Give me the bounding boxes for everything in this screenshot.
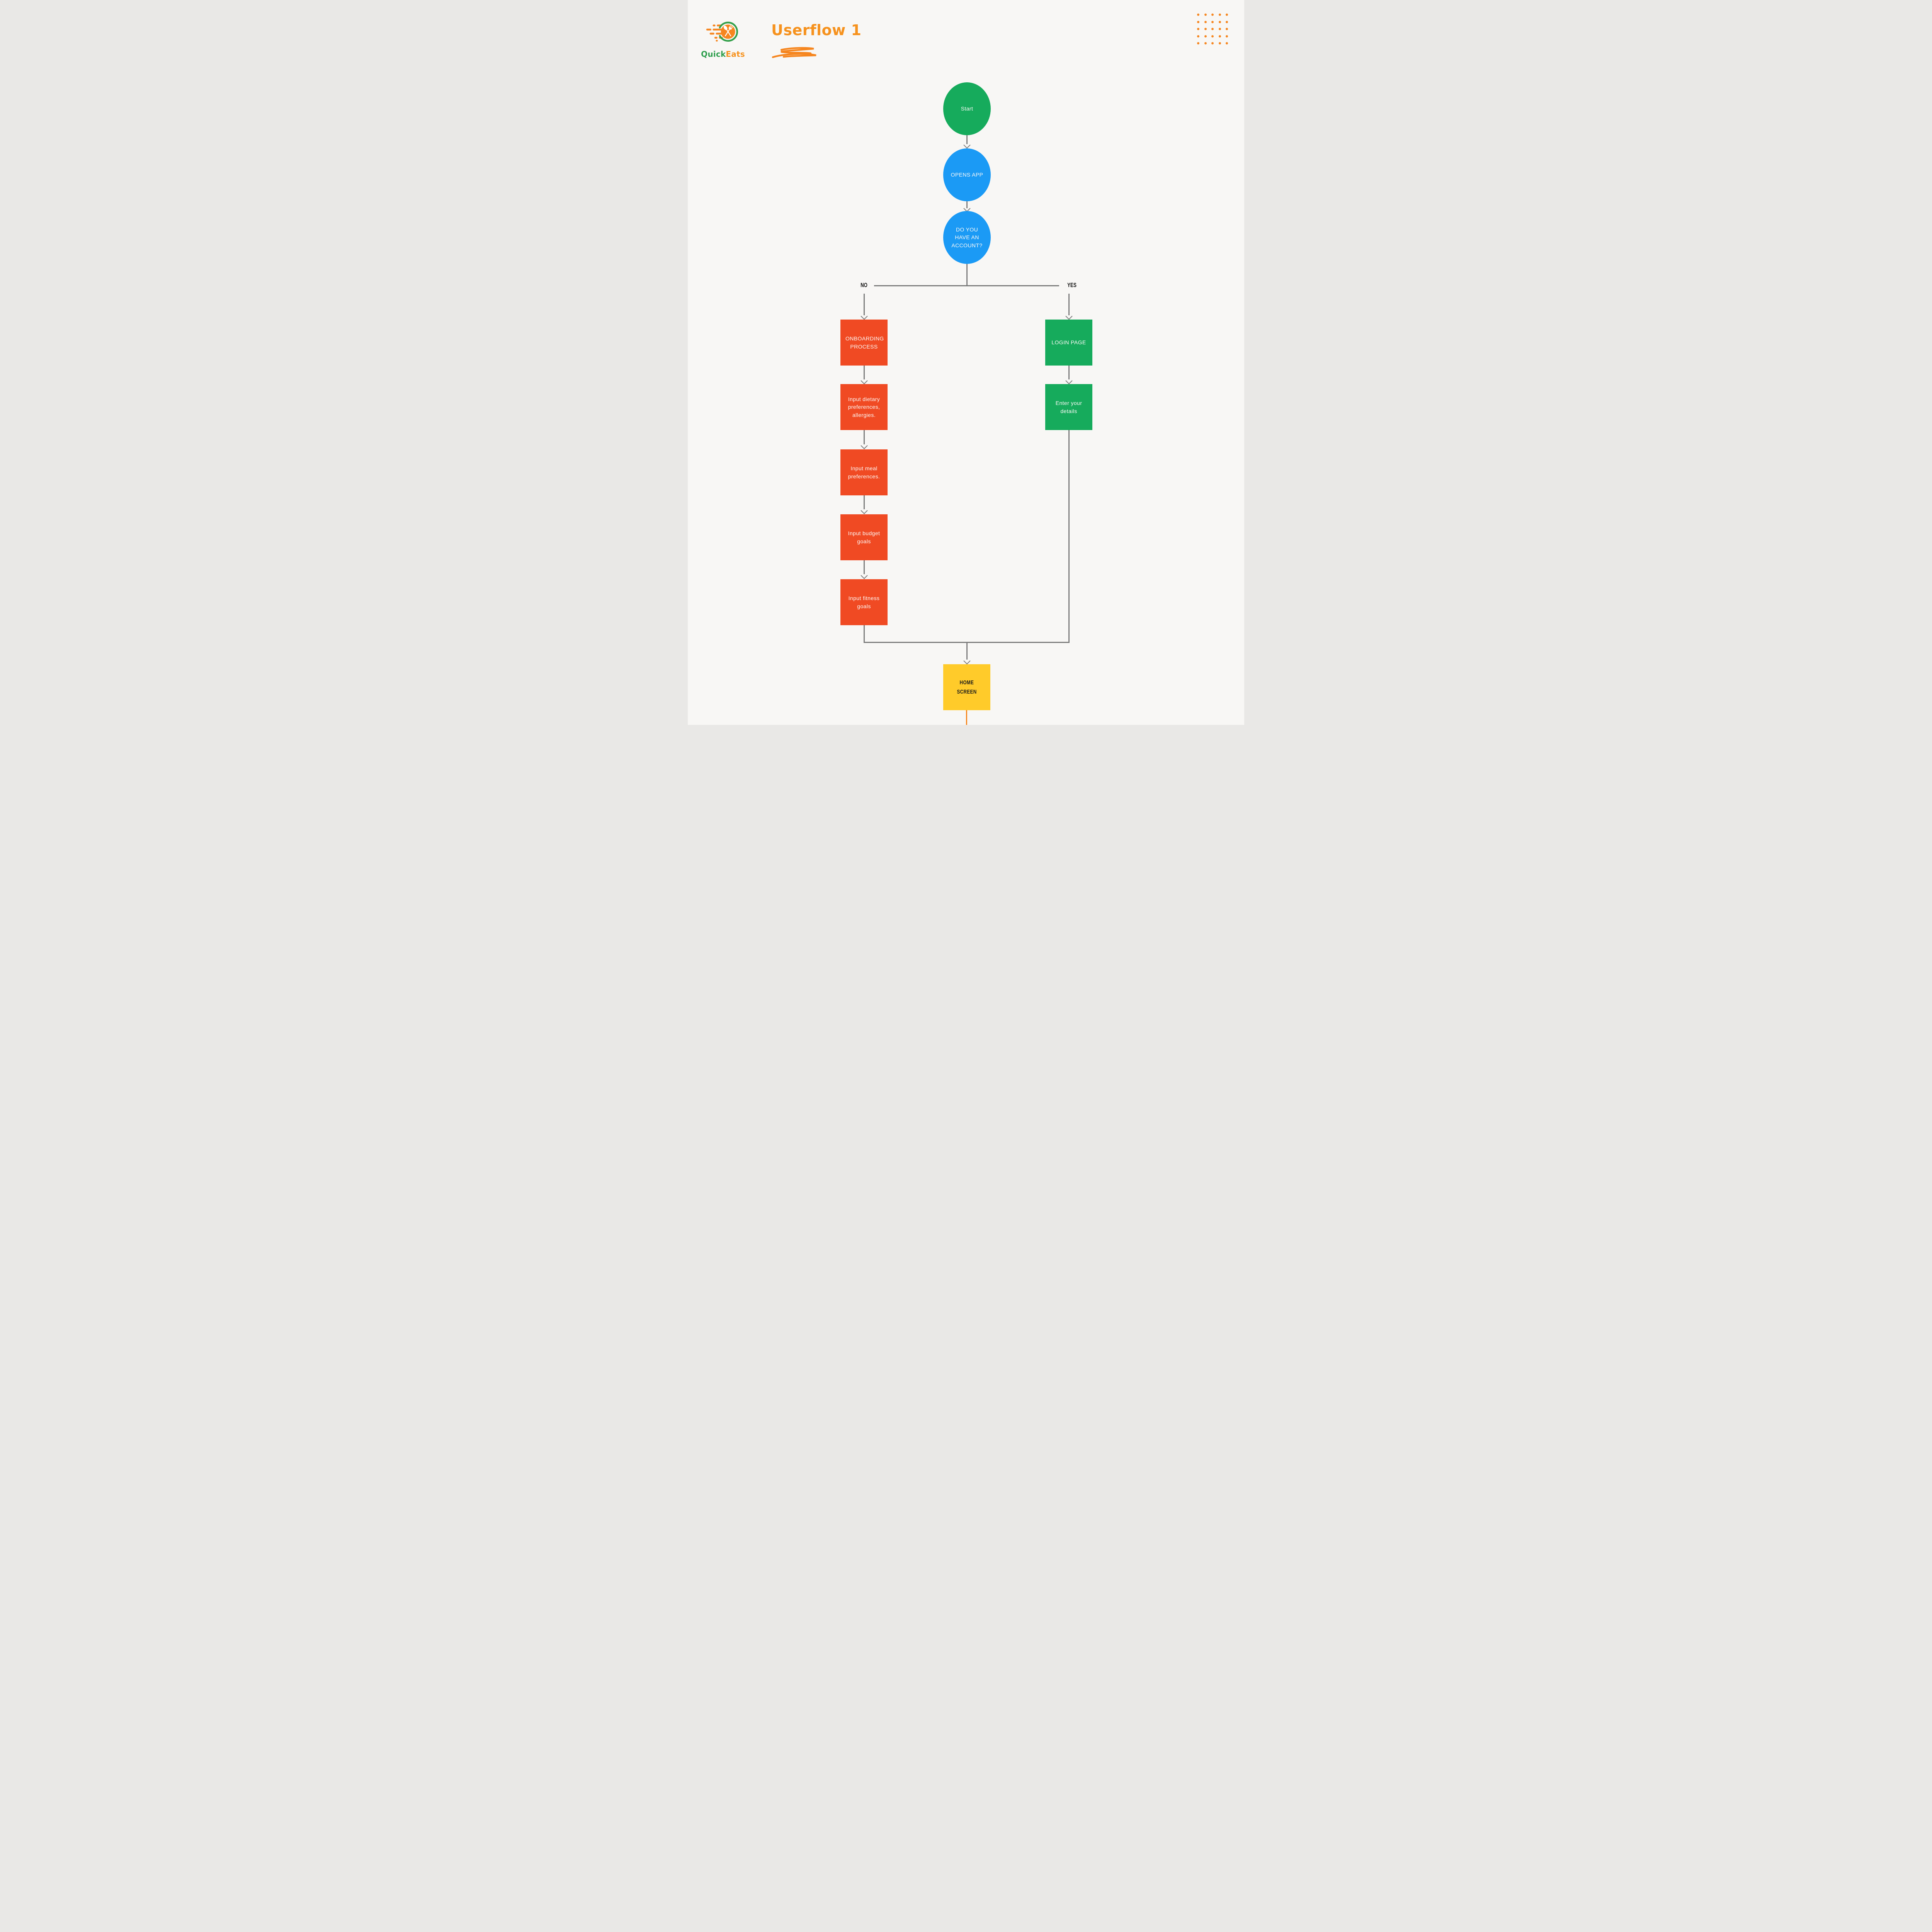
flow-node-home-label: HOME SCREEN xyxy=(957,679,977,695)
dot-icon xyxy=(1197,42,1199,45)
dot-icon xyxy=(1226,42,1228,45)
dot-icon xyxy=(1211,35,1214,37)
flow-step-dietary: Input dietary preferences, allergies. xyxy=(840,384,888,430)
flow-step-label: LOGIN PAGE xyxy=(1051,339,1086,346)
connector xyxy=(966,643,968,660)
dot-icon xyxy=(1204,14,1207,16)
arrowhead-icon xyxy=(861,572,868,579)
arrowhead-icon xyxy=(861,313,868,320)
connector xyxy=(864,495,865,509)
dot-icon xyxy=(1204,28,1207,31)
dot-icon xyxy=(1226,20,1228,23)
flow-node-opens-app: OPENS APP xyxy=(943,148,991,201)
brand-quick: Quick xyxy=(701,49,726,59)
branch-label-yes: YES xyxy=(1067,282,1077,289)
branch-line xyxy=(874,285,1059,286)
flow-node-home-screen: HOME SCREEN xyxy=(943,664,990,710)
dot-icon xyxy=(1197,20,1199,23)
dot-icon xyxy=(1197,14,1199,16)
flow-step-fitness: Input fitness goals xyxy=(840,579,888,625)
connector xyxy=(864,294,865,315)
connector xyxy=(1068,294,1070,315)
flow-node-start-label: Start xyxy=(961,105,973,112)
connector xyxy=(864,366,865,379)
dot-icon xyxy=(1226,35,1228,37)
dot-icon xyxy=(1218,20,1221,23)
connector xyxy=(864,625,865,643)
arrowhead-icon xyxy=(963,657,971,665)
arrowhead-icon xyxy=(861,377,868,384)
dot-icon xyxy=(1197,35,1199,37)
quickeats-logo-icon xyxy=(706,22,738,42)
page-title: Userflow 1 xyxy=(771,22,862,39)
dot-icon xyxy=(1218,35,1221,37)
merge-line xyxy=(864,642,1070,643)
flow-node-opens-app-label: OPENS APP xyxy=(951,172,983,178)
dot-icon xyxy=(1211,14,1214,16)
flow-step-label: Input budget goals xyxy=(848,530,880,544)
brand-name: QuickEats xyxy=(699,49,747,59)
userflow-poster: QuickEats Userflow 1 Start OPENS APP DO … xyxy=(688,0,1244,725)
flow-step-meal: Input meal preferences. xyxy=(840,449,888,495)
dot-icon xyxy=(1211,42,1214,45)
flow-step-login-page: LOGIN PAGE xyxy=(1045,320,1092,366)
dot-icon xyxy=(1204,35,1207,37)
flow-node-decision: DO YOU HAVE AN ACCOUNT? xyxy=(943,211,991,264)
connector xyxy=(966,135,968,144)
flow-step-label: Enter your details xyxy=(1055,400,1082,414)
title-underline-scribble xyxy=(772,47,816,58)
flow-step-label: ONBOARDING PROCESS xyxy=(845,335,884,350)
connector xyxy=(864,560,865,574)
flow-step-enter-details: Enter your details xyxy=(1045,384,1092,430)
dot-icon xyxy=(1197,28,1199,31)
brand-eats: Eats xyxy=(726,49,745,59)
flow-step-budget: Input budget goals xyxy=(840,514,888,560)
flow-step-label: Input dietary preferences, allergies. xyxy=(848,396,880,418)
dot-icon xyxy=(1204,20,1207,23)
connector xyxy=(1068,366,1070,379)
flow-node-decision-label: DO YOU HAVE AN ACCOUNT? xyxy=(951,226,983,248)
branch-label-no: NO xyxy=(861,282,867,289)
dot-icon xyxy=(1218,14,1221,16)
connector xyxy=(864,430,865,444)
dot-icon xyxy=(1226,14,1228,16)
dot-icon xyxy=(1211,20,1214,23)
dot-grid-decoration xyxy=(1197,14,1230,47)
arrowhead-icon xyxy=(1065,377,1073,384)
dot-icon xyxy=(1204,42,1207,45)
dot-icon xyxy=(1218,28,1221,31)
home-tail-line xyxy=(966,710,967,725)
arrowhead-icon xyxy=(861,442,868,449)
flow-step-onboarding: ONBOARDING PROCESS xyxy=(840,320,888,366)
arrowhead-icon xyxy=(963,141,971,149)
connector xyxy=(1068,430,1070,643)
flow-step-label: Input fitness goals xyxy=(848,595,880,609)
dot-icon xyxy=(1226,28,1228,31)
connector xyxy=(966,201,968,208)
arrowhead-icon xyxy=(1065,313,1073,320)
flow-step-label: Input meal preferences. xyxy=(848,465,880,480)
dot-icon xyxy=(1211,28,1214,31)
arrowhead-icon xyxy=(861,507,868,514)
connector xyxy=(966,264,968,286)
flow-node-start: Start xyxy=(943,82,991,135)
dot-icon xyxy=(1218,42,1221,45)
